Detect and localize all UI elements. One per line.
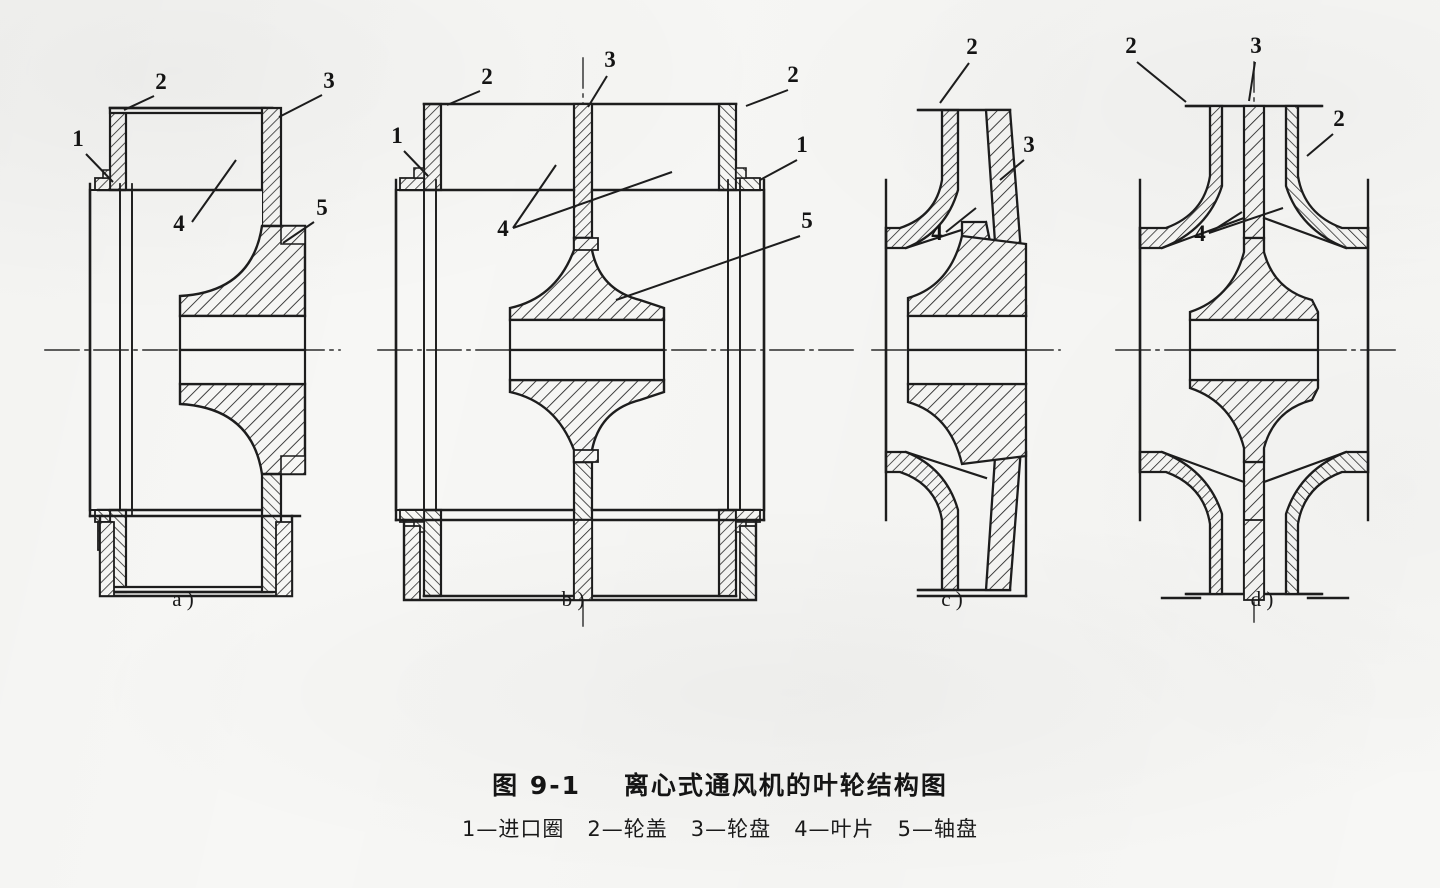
disc-wall-a <box>260 106 283 228</box>
callout-leader-line <box>745 89 789 107</box>
bore-upper-d <box>1188 318 1320 352</box>
subfigure-a <box>44 106 341 598</box>
callout-text-layer: 1 2 3 4 5 1 2 3 2 1 4 5 2 3 4 2 3 2 4 <box>72 33 1345 246</box>
bore-upper-c <box>906 314 1028 352</box>
figure-title: 图 9-1 离心式通风机的叶轮结构图 <box>492 771 948 800</box>
callout-leader-line <box>282 221 315 244</box>
bore-upper-b <box>508 318 666 352</box>
callout-leader-line <box>1306 133 1334 157</box>
figure-drawing-area: 1 2 3 4 5 1 2 3 2 1 4 5 2 3 4 2 3 2 4 a ) b ) c ) d ) <box>44 33 1401 627</box>
callout-leader-line <box>1248 61 1256 102</box>
callout-leader-line <box>1208 211 1243 234</box>
callout-leader-line <box>759 159 798 181</box>
hub-upper-a <box>178 224 307 318</box>
subfigure-c <box>871 108 1061 598</box>
center-disc-b <box>572 102 594 240</box>
callout-number-2: 2 <box>1125 33 1137 58</box>
hub-block-c <box>906 234 1028 318</box>
callout-leader-line <box>512 164 557 229</box>
callout-number-3: 3 <box>1250 33 1262 58</box>
callout-leader-line <box>403 150 429 177</box>
subfigure-label-a: a ) <box>172 587 194 611</box>
duct-wall-right-a <box>275 521 293 597</box>
callout-number-5: 5 <box>316 195 328 220</box>
callout-number-4: 4 <box>1194 221 1206 246</box>
inlet-ring-a <box>94 177 111 191</box>
subfigure-label-c: c ) <box>941 587 963 611</box>
callout-number-4: 4 <box>931 220 943 245</box>
subfigure-d <box>1115 61 1401 623</box>
callout-number-4: 4 <box>173 211 185 236</box>
subfigure-label-b: b ) <box>562 587 585 611</box>
subfigure-label-d: d ) <box>1251 587 1274 611</box>
callout-number-5: 5 <box>801 208 813 233</box>
duct-wall-left-a <box>99 521 115 597</box>
figure-legend: 1—进口圈 2—轮盖 3—轮盘 4—叶片 5—轴盘 <box>462 817 978 842</box>
impeller-cross-section-svg: 1 2 3 4 5 1 2 3 2 1 4 5 2 3 4 2 3 2 4 a ) b ) c ) d ) <box>44 33 1401 627</box>
callout-leader-line <box>587 75 608 108</box>
callout-number-2: 2 <box>1333 106 1345 131</box>
view-a-upper <box>88 106 307 518</box>
view-c-upper <box>884 108 1028 522</box>
blade-body-a <box>126 190 262 226</box>
callout-number-2: 2 <box>155 69 167 94</box>
bore-upper-a <box>178 314 307 352</box>
callout-number-3: 3 <box>604 47 616 72</box>
hub-upper-d <box>1188 236 1320 322</box>
view-c-lower <box>884 178 1028 592</box>
callout-leader-line <box>999 159 1025 181</box>
subfigure-label-layer: a ) b ) c ) d ) <box>172 587 1273 611</box>
view-b-lower <box>394 178 766 598</box>
callout-leader-line <box>1208 207 1284 234</box>
shroud-left-d <box>1138 104 1224 250</box>
callout-leader-line <box>85 153 114 183</box>
callout-leader-line <box>1136 61 1187 103</box>
callout-number-2: 2 <box>966 34 978 59</box>
callout-leader-line <box>123 95 155 111</box>
callout-leader-line <box>512 171 673 229</box>
callout-number-1: 1 <box>72 126 84 151</box>
callout-leader-line <box>945 207 977 233</box>
shroud-right-d <box>1284 104 1370 250</box>
callout-leader-line <box>191 159 237 223</box>
callout-leader-line <box>278 94 323 118</box>
callout-number-1: 1 <box>796 132 808 157</box>
callout-number-3: 3 <box>1023 132 1035 157</box>
callout-leader-line <box>939 62 970 104</box>
callout-leader-line <box>446 90 481 106</box>
callout-number-3: 3 <box>323 68 335 93</box>
callout-number-4: 4 <box>497 216 509 241</box>
shroud-curve-c <box>884 108 960 250</box>
shroud-wall-left-a <box>108 106 128 192</box>
callout-leader-line <box>615 235 801 301</box>
callout-layer <box>85 61 1334 301</box>
subfigure-b <box>377 57 857 627</box>
callout-number-1: 1 <box>391 123 403 148</box>
callout-number-2: 2 <box>787 62 799 87</box>
callout-number-2: 2 <box>481 64 493 89</box>
figure-caption-block: 图 9-1 离心式通风机的叶轮结构图 1—进口圈 2—轮盖 3—轮盘 4—叶片 … <box>0 770 1440 843</box>
